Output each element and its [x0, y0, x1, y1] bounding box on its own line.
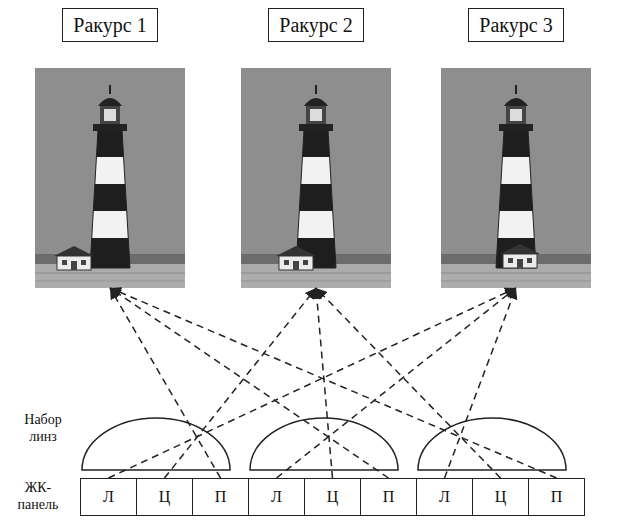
lcd-cell: П [528, 478, 585, 516]
light-ray [316, 288, 501, 478]
view-heading-box: Ракурс 3 [468, 8, 563, 42]
view-picture [241, 68, 391, 288]
cell-letter: П [551, 488, 563, 506]
light-ray [277, 288, 517, 478]
view-panel: Ракурс 3 [441, 8, 591, 288]
lens [82, 418, 230, 470]
light-ray [316, 288, 333, 478]
light-ray [110, 288, 221, 478]
view-title: Ракурс 2 [279, 13, 352, 37]
lens [418, 418, 566, 470]
view-heading-box: Ракурс 1 [62, 8, 157, 42]
light-ray [109, 288, 517, 478]
view-picture [35, 68, 185, 288]
light-ray [110, 288, 557, 478]
cell-letter: Ц [327, 488, 339, 506]
lcd-cell: Л [248, 478, 305, 516]
light-ray [110, 288, 389, 478]
view-picture [441, 68, 591, 288]
part-label: ЖК- панель [6, 480, 70, 514]
view-panel: Ракурс 2 [241, 8, 391, 288]
lcd-cell: Л [416, 478, 473, 516]
light-ray [165, 288, 317, 478]
lcd-cell: П [360, 478, 417, 516]
lcd-cell: Ц [304, 478, 361, 516]
part-label: Набор линз [12, 412, 74, 446]
lcd-cell: Л [80, 478, 137, 516]
view-title: Ракурс 3 [479, 13, 552, 37]
lens [250, 418, 398, 470]
view-panel: Ракурс 1 [35, 8, 185, 288]
cell-letter: П [383, 488, 395, 506]
cell-letter: Л [439, 488, 450, 506]
view-title: Ракурс 1 [73, 13, 146, 37]
cell-letter: Ц [495, 488, 507, 506]
lcd-cell: Ц [136, 478, 193, 516]
cell-letter: Ц [159, 488, 171, 506]
cell-letter: Л [271, 488, 282, 506]
cell-letter: Л [103, 488, 114, 506]
lcd-cell: П [192, 478, 249, 516]
cell-letter: П [215, 488, 227, 506]
light-ray [445, 288, 517, 478]
view-heading-box: Ракурс 2 [268, 8, 363, 42]
lcd-cell: Ц [472, 478, 529, 516]
